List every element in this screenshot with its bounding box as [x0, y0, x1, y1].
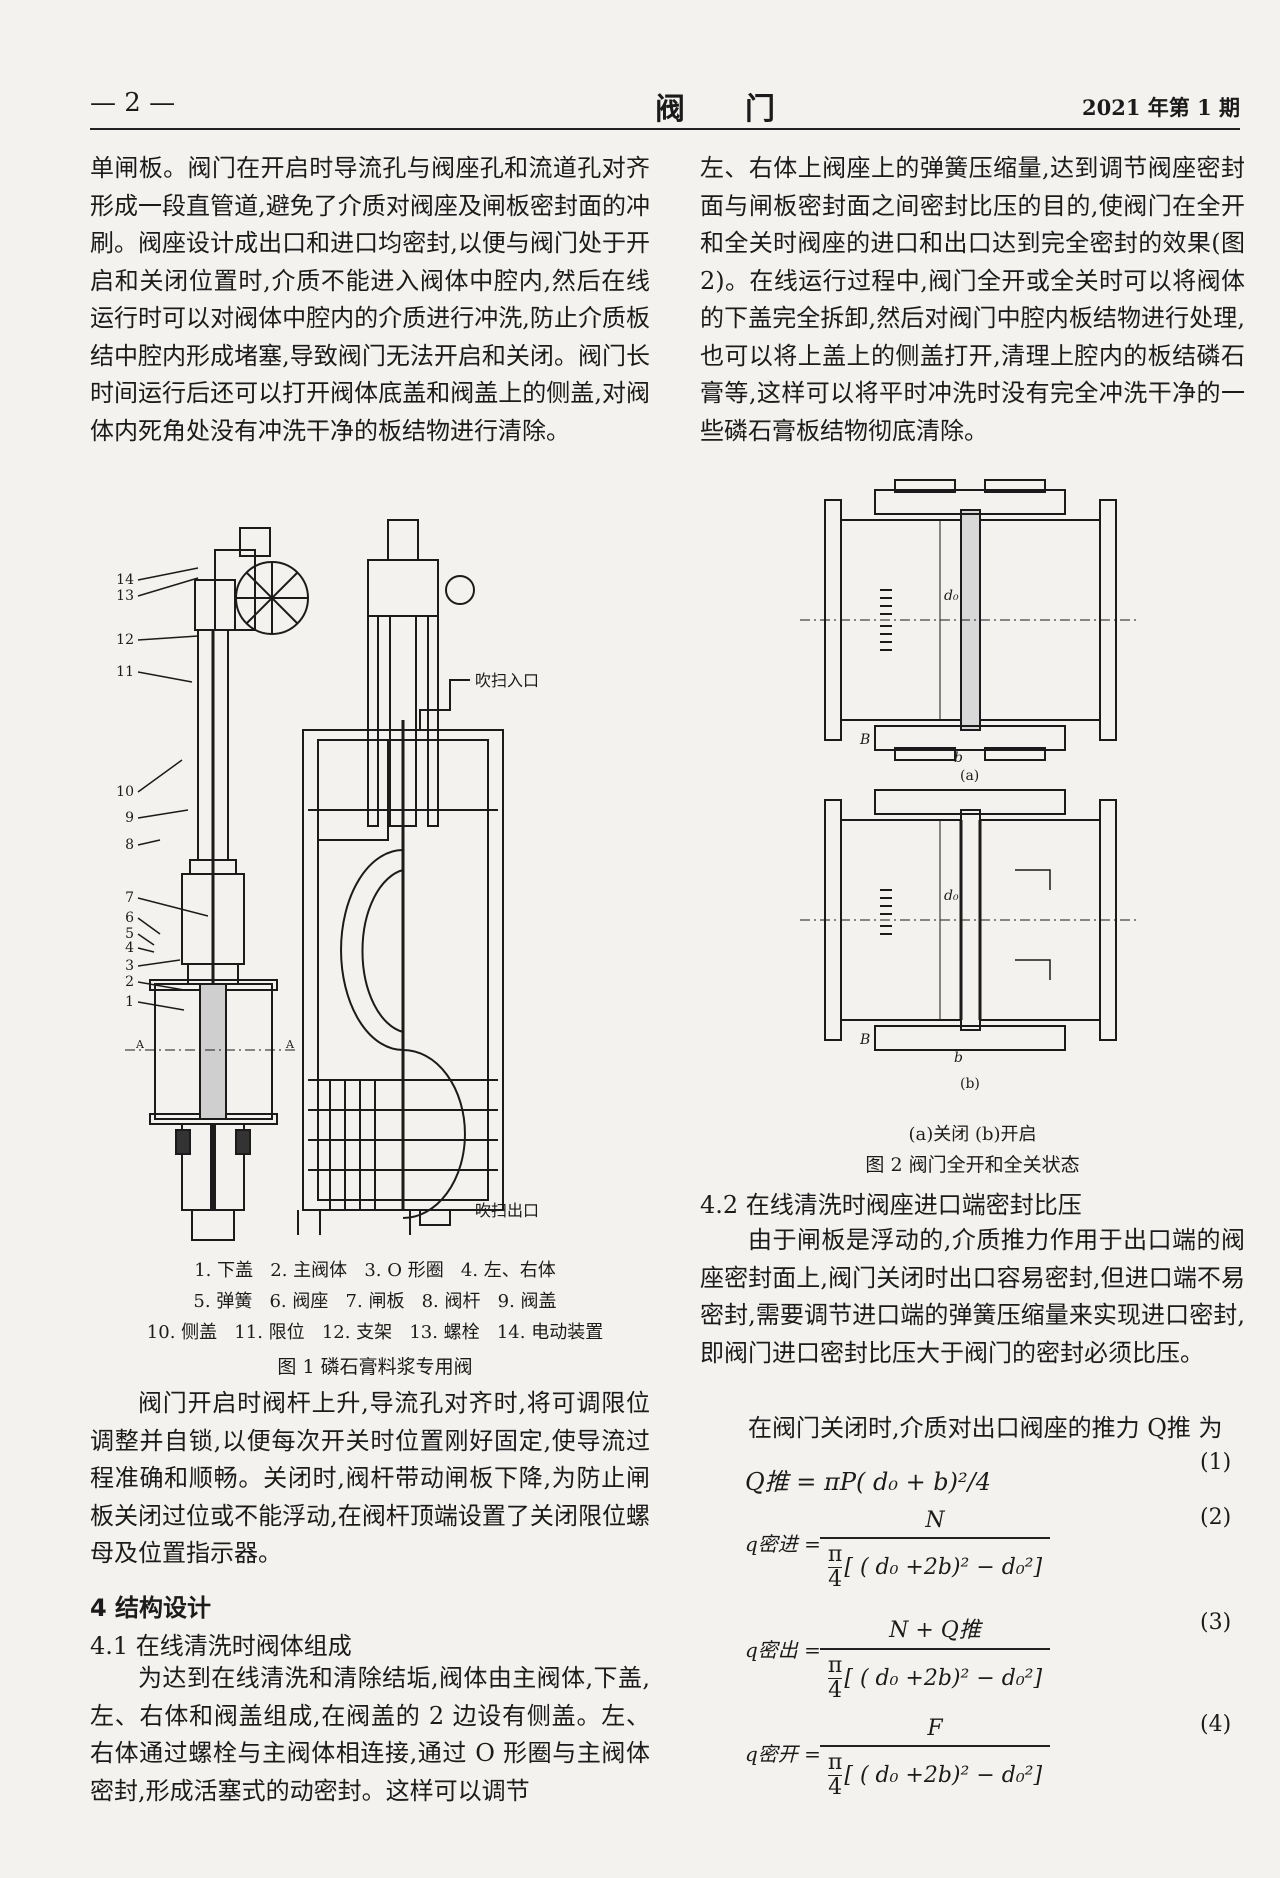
dim-d0-a: d₀ [944, 588, 959, 604]
equation-2-number: (2) [1200, 1505, 1232, 1530]
left-paragraph-2: 阀门开启时阀杆上升,导流孔对齐时,将可调限位调整并自锁,以便每次开关时位置刚好固… [90, 1389, 650, 1567]
callout-1: 1 [125, 994, 134, 1010]
callout-6: 6 [125, 910, 134, 926]
right-paragraph-2: 由于闸板是浮动的,介质推力作用于出口端的阀座密封面上,阀门关闭时出口容易密封,但… [700, 1226, 1245, 1367]
callout-2: 2 [125, 974, 134, 990]
dim-b-b: b [954, 1050, 963, 1066]
equation-1-number: (1) [1200, 1450, 1232, 1475]
equation-1: Q推 = πP( d₀ + b)²/4 [745, 1468, 992, 1496]
page-number: — 2 — [90, 88, 176, 118]
left-paragraph-3: 为达到在线清洗和清除结垢,阀体由主阀体,下盖,左、右体和阀盖组成,在阀盖的 2 … [90, 1664, 650, 1805]
section-heading-4-1: 4.1 在线清洗时阀体组成 [90, 1632, 352, 1660]
dim-B-a: B [859, 732, 870, 748]
legend-line-2: 5. 弹簧 6. 阀座 7. 闸板 8. 阀杆 9. 阀盖 [193, 1291, 557, 1312]
legend-line-3: 10. 侧盖 11. 限位 12. 支架 13. 螺栓 14. 电动装置 [146, 1322, 604, 1343]
section-heading-4: 4 结构设计 [90, 1594, 212, 1622]
figure-2-subcaption: (a)关闭 (b)开启 [908, 1124, 1037, 1145]
left-paragraph-1: 单闸板。阀门在开启时导流孔与阀座孔和流道孔对齐形成一段直管道,避免了介质对阀座及… [90, 154, 650, 445]
equation-2-numerator: N [925, 1508, 945, 1533]
equation-3-numerator: N + Q推 [889, 1618, 981, 1643]
section-mark-right: A [285, 1038, 295, 1051]
figure-1-caption: 图 1 磷石膏料浆专用阀 [277, 1356, 473, 1378]
dim-d0-b: d₀ [944, 888, 959, 904]
equation-4-number: (4) [1200, 1712, 1232, 1737]
fig2-label-a: (a) [960, 768, 979, 784]
callout-13: 13 [116, 588, 134, 604]
figure-2-caption: 图 2 阀门全开和全关状态 [865, 1154, 1080, 1176]
right-paragraph-1: 左、右体上阀座上的弹簧压缩量,达到调节阀座密封面与闸板密封面之间密封比压的目的,… [700, 154, 1245, 445]
dim-b-a: b [954, 750, 963, 766]
callout-3: 3 [125, 958, 134, 974]
equation-3-number: (3) [1200, 1610, 1232, 1635]
dim-B-b: B [859, 1032, 870, 1048]
callout-8: 8 [125, 837, 134, 853]
fig2-label-b: (b) [960, 1076, 980, 1092]
callout-4: 4 [125, 940, 134, 956]
callout-10: 10 [116, 784, 134, 800]
equation-2-lhs: q密进 = [745, 1532, 821, 1556]
purge-outlet-label: 吹扫出口 [475, 1201, 539, 1220]
legend-line-1: 1. 下盖 2. 主阀体 3. O 形圈 4. 左、右体 [194, 1260, 556, 1281]
section-mark-left: A [135, 1038, 145, 1051]
purge-inlet-label: 吹扫入口 [475, 671, 539, 690]
callout-14: 14 [116, 572, 134, 588]
equation-4-numerator: F [927, 1716, 943, 1741]
callout-7: 7 [125, 890, 134, 906]
issue-label: 2021 年第 1 期 [1082, 95, 1240, 120]
figure-1-valve-drawing: 14 13 12 11 10 9 8 7 6 5 4 3 2 1 A A 吹扫入… [116, 519, 539, 1241]
figure-1-legend: 1. 下盖 2. 主阀体 3. O 形圈 4. 左、右体 5. 弹簧 6. 阀座… [140, 1255, 610, 1348]
callout-9: 9 [125, 810, 134, 826]
header-rule [90, 128, 1240, 130]
callout-5: 5 [125, 926, 134, 942]
page-header: — 2 — 阀门 2021 年第 1 期 [90, 88, 1240, 128]
callout-11: 11 [116, 664, 134, 680]
right-paragraph-3: 在阀门关闭时,介质对出口阀座的推力 Q推 为 [748, 1414, 1223, 1442]
equation-4-lhs: q密开 = [745, 1742, 821, 1766]
figure-2-valve-states: d₀ b B (a) d₀ b B (b) [800, 479, 1140, 1092]
equation-3-lhs: q密出 = [745, 1638, 821, 1662]
journal-title: 阀门 [655, 92, 835, 127]
section-heading-4-2: 4.2 在线清洗时阀座进口端密封比压 [700, 1191, 1082, 1219]
callout-12: 12 [116, 632, 134, 648]
